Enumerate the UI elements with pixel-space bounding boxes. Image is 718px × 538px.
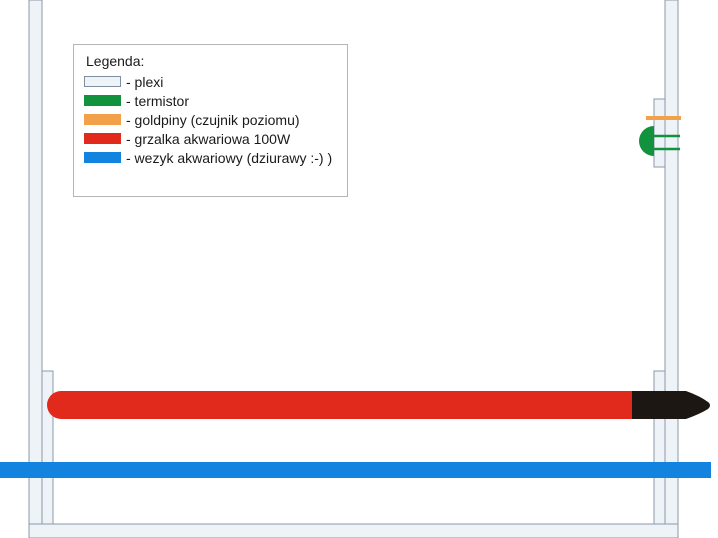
legend-swatch-heater — [84, 133, 121, 144]
plexi-right-wall — [664, 0, 679, 538]
air-tube — [0, 462, 711, 478]
legend-item-heater: - grzalka akwariowa 100W — [84, 129, 337, 148]
plexi-bottom — [28, 523, 679, 538]
heater-cap — [632, 391, 710, 419]
thermistor — [639, 126, 654, 156]
legend-swatch-plexi — [84, 76, 121, 87]
legend-item-plexi: - plexi — [84, 72, 337, 91]
legend-swatch-goldpins — [84, 114, 121, 125]
plexi-sensor-plate — [653, 98, 666, 168]
plexi-right-partition — [653, 370, 666, 525]
legend-label-plexi: - plexi — [126, 73, 164, 90]
legend-label-thermistor: - termistor — [126, 92, 189, 109]
legend: Legenda: - plexi - termistor - goldpiny … — [73, 44, 348, 197]
plexi-left-wall — [28, 0, 43, 538]
legend-swatch-thermistor — [84, 95, 121, 106]
legend-label-goldpins: - goldpiny (czujnik poziomu) — [126, 111, 300, 128]
legend-label-heater: - grzalka akwariowa 100W — [126, 130, 291, 147]
plexi-left-partition — [41, 370, 54, 525]
legend-item-thermistor: - termistor — [84, 91, 337, 110]
legend-item-goldpins: - goldpiny (czujnik poziomu) — [84, 110, 337, 129]
heater — [47, 391, 647, 419]
legend-swatch-air-tube — [84, 152, 121, 163]
legend-title: Legenda: — [86, 53, 145, 69]
legend-item-air-tube: - wezyk akwariowy (dziurawy :-) ) — [84, 148, 337, 167]
legend-label-air-tube: - wezyk akwariowy (dziurawy :-) ) — [126, 149, 333, 166]
